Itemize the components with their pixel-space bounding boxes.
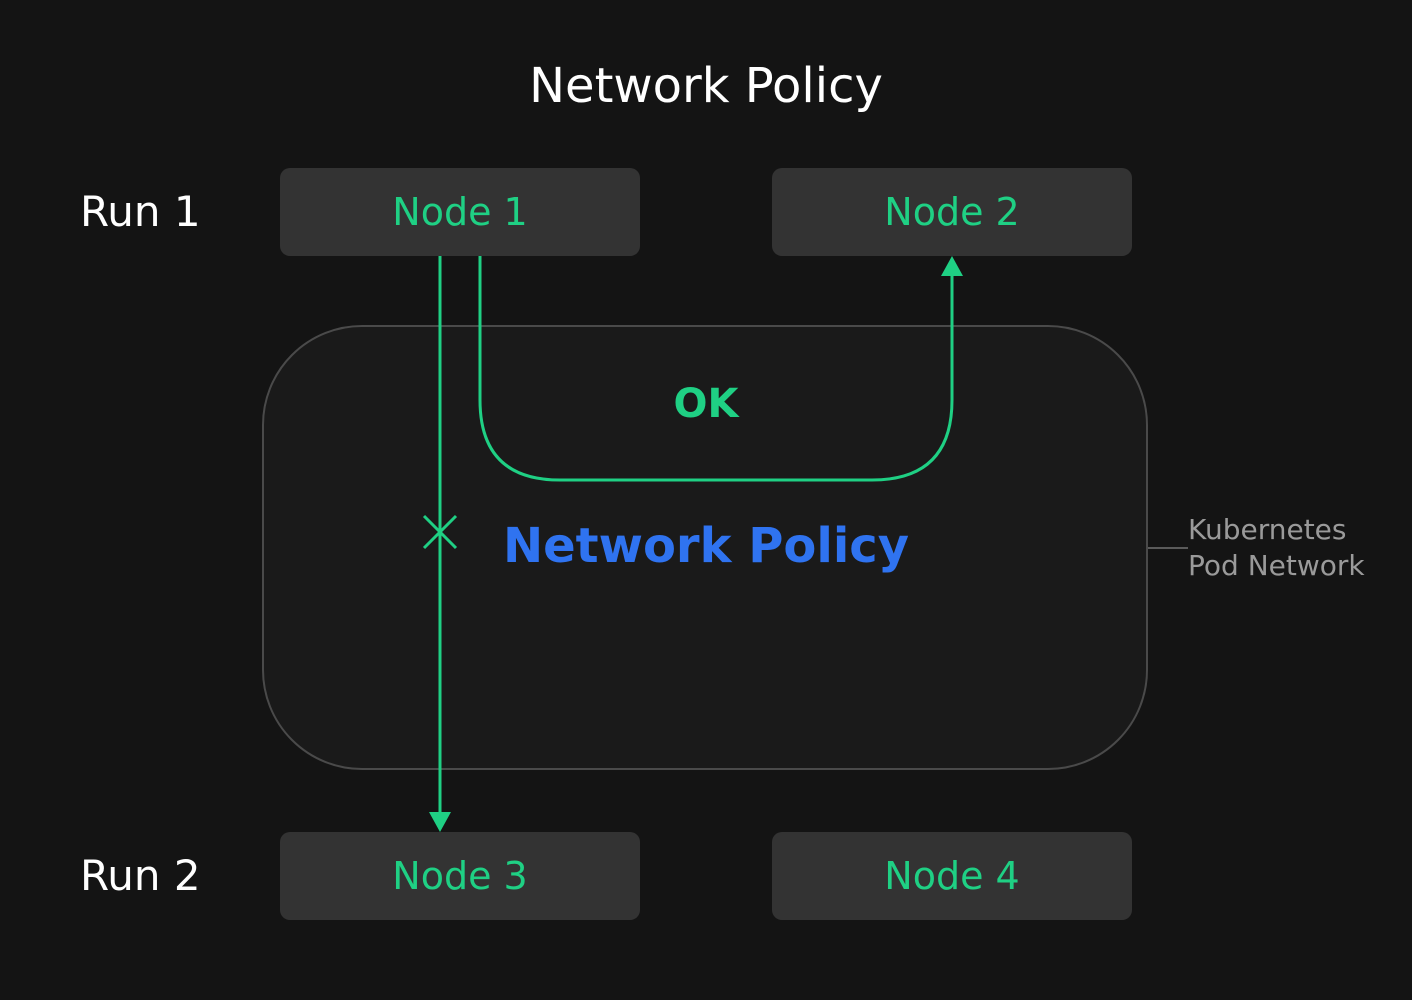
node-2-label: Node 2 bbox=[884, 190, 1020, 234]
allowed-connection-line bbox=[478, 256, 954, 482]
diagram-title: Network Policy bbox=[529, 58, 883, 114]
node-2: Node 2 bbox=[772, 168, 1132, 256]
pod-network-label-line-1: Kubernetes bbox=[1188, 513, 1347, 546]
run-2-label: Run 2 bbox=[80, 851, 201, 900]
node-4: Node 4 bbox=[772, 832, 1132, 920]
cross-mark-icon bbox=[422, 514, 458, 550]
node-3-label: Node 3 bbox=[392, 854, 528, 898]
ok-label: OK bbox=[673, 381, 739, 427]
node-4-label: Node 4 bbox=[884, 854, 1020, 898]
pod-network-boundary bbox=[262, 325, 1148, 770]
pod-network-label-line-2: Pod Network bbox=[1188, 549, 1365, 582]
run-1-label: Run 1 bbox=[80, 187, 201, 236]
arrowhead-icon bbox=[429, 812, 451, 832]
node-3: Node 3 bbox=[280, 832, 640, 920]
node-1: Node 1 bbox=[280, 168, 640, 256]
node-1-label: Node 1 bbox=[392, 190, 528, 234]
pod-network-label: Kubernetes Pod Network bbox=[1188, 512, 1408, 584]
network-policy-label: Network Policy bbox=[502, 518, 910, 574]
arrowhead-icon bbox=[941, 256, 963, 276]
